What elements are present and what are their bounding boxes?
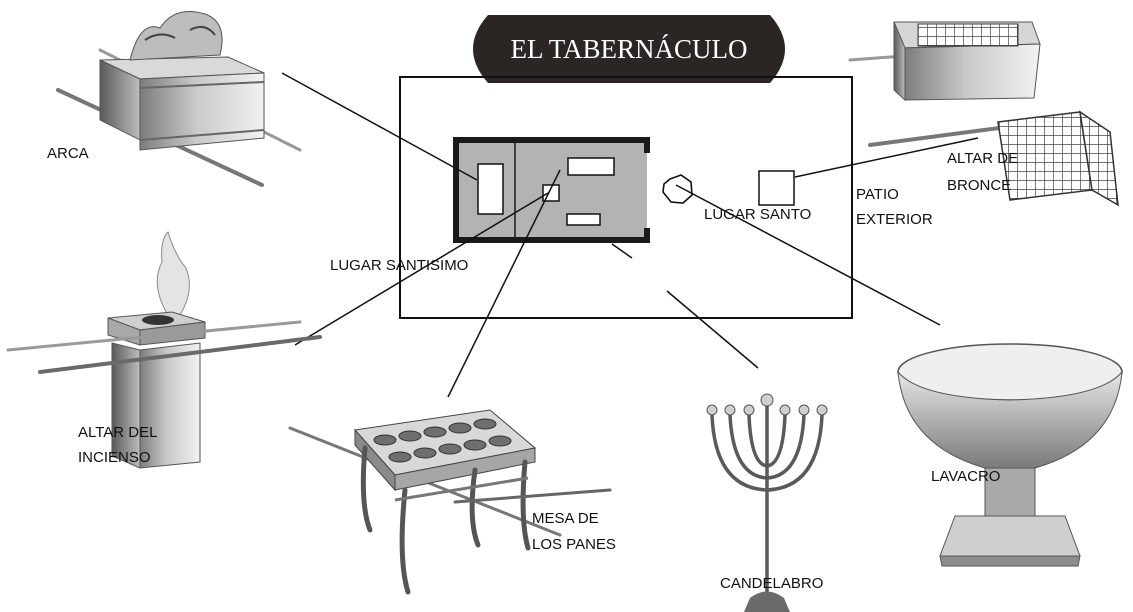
title-banner	[473, 15, 785, 83]
label-altar-bronce-line1: ALTAR DE	[947, 150, 1018, 167]
label-candelabro: CANDELABRO	[720, 575, 823, 592]
bread-table-illustration	[288, 409, 612, 595]
label-patio-line1: PATIO	[856, 186, 899, 203]
title-text: EL TABERNÁCULO	[510, 34, 747, 64]
ark-illustration	[56, 11, 302, 187]
label-altar-incienso-line2: INCIENSO	[78, 449, 151, 466]
label-lugar-santo: LUGAR SANTO	[704, 206, 811, 223]
label-patio-line2: EXTERIOR	[856, 211, 933, 228]
sanctuary-walls	[453, 137, 650, 243]
label-altar-incienso-line1: ALTAR DEL	[78, 424, 157, 441]
incense-altar-illustration	[6, 231, 322, 469]
label-arca: ARCA	[47, 145, 89, 162]
label-altar-bronce-line2: BRONCE	[947, 177, 1011, 194]
laver-marker	[662, 174, 693, 204]
bronze-altar-illustration	[848, 21, 1119, 207]
ark-marker	[477, 163, 504, 215]
menorah-illustration	[706, 393, 828, 612]
label-lugar-santisimo: LUGAR SANTISIMO	[330, 257, 468, 274]
connector-lines	[281, 72, 979, 398]
bronze-altar-marker	[758, 170, 795, 206]
bread-table-marker	[567, 157, 615, 176]
menorah-marker	[566, 213, 601, 226]
label-mesa-line1: MESA DE	[532, 510, 599, 527]
outer-court-outline	[399, 76, 853, 319]
label-lavacro: LAVACRO	[931, 468, 1000, 485]
laver-illustration	[897, 343, 1123, 567]
label-mesa-line2: LOS PANES	[532, 536, 616, 553]
